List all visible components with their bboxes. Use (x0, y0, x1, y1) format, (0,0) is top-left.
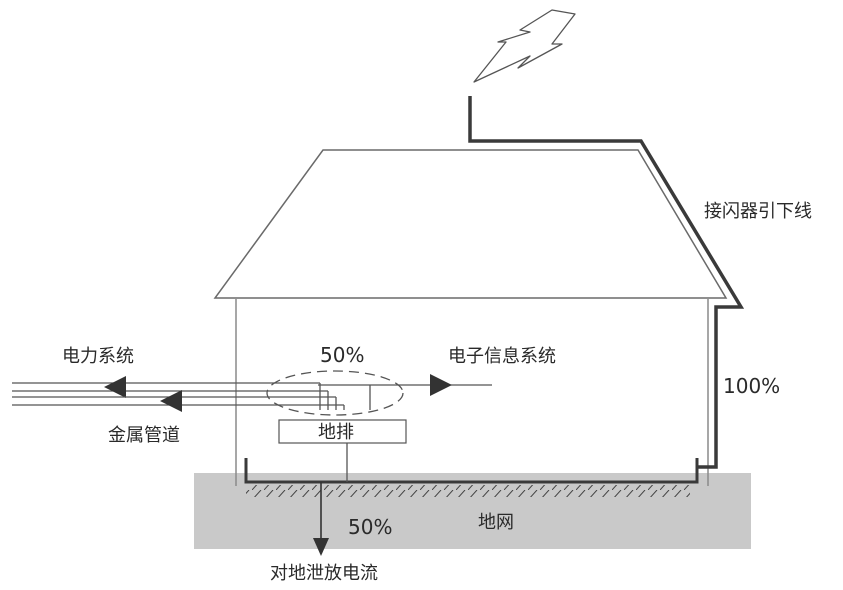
down-conductor-percent: 100% (723, 374, 780, 398)
current-split-ellipse (266, 370, 404, 416)
power-arrow-icon (104, 376, 126, 398)
down-conductor-label: 接闪器引下线 (704, 201, 812, 222)
ground-hatch (246, 485, 690, 497)
ground-grid-label: 地网 (478, 512, 514, 533)
info-arrow-icon (430, 374, 452, 396)
ground-bar-label: 地排 (318, 422, 354, 443)
electronic-system-label: 电子信息系统 (448, 346, 556, 367)
ground-bar (278, 419, 407, 444)
discharge-label: 对地泄放电流 (270, 563, 378, 584)
power-system-label: 电力系统 (62, 346, 134, 367)
lightning-bolt-icon (473, 9, 576, 83)
ground-block (194, 473, 751, 549)
house-roof (213, 149, 728, 299)
discharge-arrow-icon (313, 538, 329, 556)
house-walls (235, 299, 709, 486)
pipe-arrow-icon (160, 390, 182, 412)
metal-pipe-label: 金属管道 (108, 425, 180, 446)
down-conductor (468, 96, 745, 469)
ground-conductor (244, 458, 699, 484)
ground-percent: 50% (348, 515, 392, 539)
info-line (318, 384, 492, 410)
internal-percent: 50% (320, 343, 364, 367)
